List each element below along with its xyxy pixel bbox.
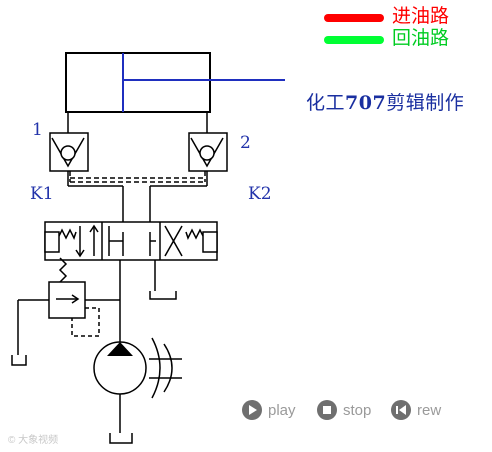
credit-text: 化工707剪辑制作	[306, 92, 465, 114]
supply-legend-swatch	[324, 14, 384, 22]
play-button[interactable]: play	[242, 400, 296, 420]
pump-arrow	[107, 342, 133, 356]
tank-symbol-valve	[149, 291, 177, 300]
port-label-1: 1	[32, 120, 43, 140]
cylinder-body	[65, 52, 211, 113]
valve-label-k2: K2	[248, 184, 272, 204]
relief-valve	[11, 257, 100, 366]
return-legend-swatch	[324, 36, 384, 44]
port-label-2: 2	[240, 133, 251, 153]
hydraulic-pump	[93, 337, 182, 444]
pilot-lines	[69, 171, 206, 183]
rewind-button[interactable]: rew	[391, 400, 441, 420]
supply-legend-label: 进油路	[392, 5, 450, 27]
play-icon	[242, 400, 262, 420]
pilot-check-valve-k2	[188, 132, 228, 172]
directional-valve	[44, 221, 218, 261]
stop-button[interactable]: stop	[317, 400, 371, 420]
pilot-check-valve-k1	[49, 132, 89, 172]
stop-icon	[317, 400, 337, 420]
valve-label-k1: K1	[30, 184, 54, 204]
watermark: © 大象视频	[8, 435, 59, 446]
return-legend-label: 回油路	[392, 27, 450, 49]
rewind-icon	[391, 400, 411, 420]
